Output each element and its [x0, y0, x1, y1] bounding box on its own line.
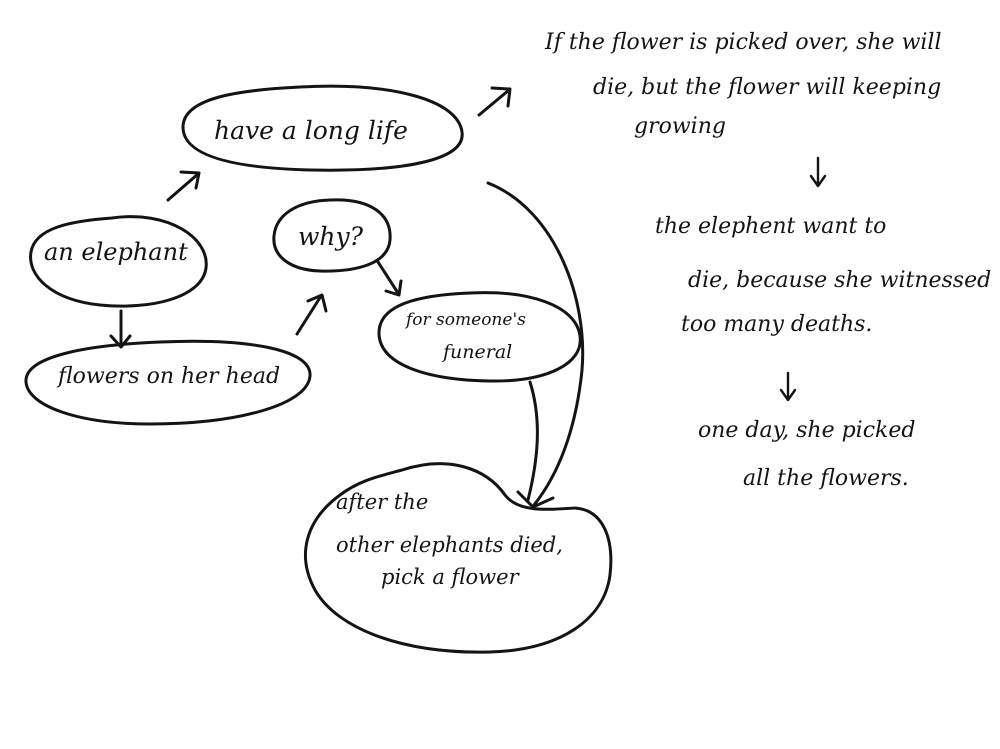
note-line-5: die, because she witnessed [688, 268, 992, 293]
note-line-6: too many deaths. [681, 312, 873, 337]
note-line-3: growing [634, 114, 726, 139]
after-bubble [304, 462, 613, 654]
arrow-why-to-funeral [376, 260, 400, 295]
node-why: why? [298, 222, 364, 251]
arrow-long-life-to-note [477, 88, 511, 117]
arrow-elephant-to-long-life [166, 172, 200, 202]
node-after-line-1: after the [336, 490, 429, 514]
why-bubble [272, 198, 392, 273]
note-line-2: die, but the flower will keeping [593, 75, 942, 100]
note-line-8: all the flowers. [743, 466, 909, 491]
node-an-elephant: an elephant [44, 238, 188, 266]
arrow-funeral-to-after [526, 380, 539, 502]
node-flowers-on-her-head: flowers on her head [58, 364, 281, 389]
node-after-line-2: other elephants died, [336, 533, 563, 557]
note-line-7: one day, she picked [698, 418, 916, 443]
node-funeral-line-1: for someone's [406, 310, 526, 330]
funeral-bubble [377, 291, 582, 383]
note-line-1: If the flower is picked over, she will [545, 30, 942, 55]
arrow-flowers-to-why [295, 294, 323, 336]
node-after-line-3: pick a flower [381, 565, 519, 589]
elephant-bubble [29, 215, 208, 308]
flowers-bubble [24, 339, 312, 426]
arrow-long-life-to-after [486, 181, 585, 507]
node-have-a-long-life: have a long life [214, 116, 408, 145]
node-funeral-line-2: funeral [443, 341, 513, 363]
note-line-4: the elephent want to [655, 214, 887, 239]
long-life-bubble [181, 84, 464, 172]
